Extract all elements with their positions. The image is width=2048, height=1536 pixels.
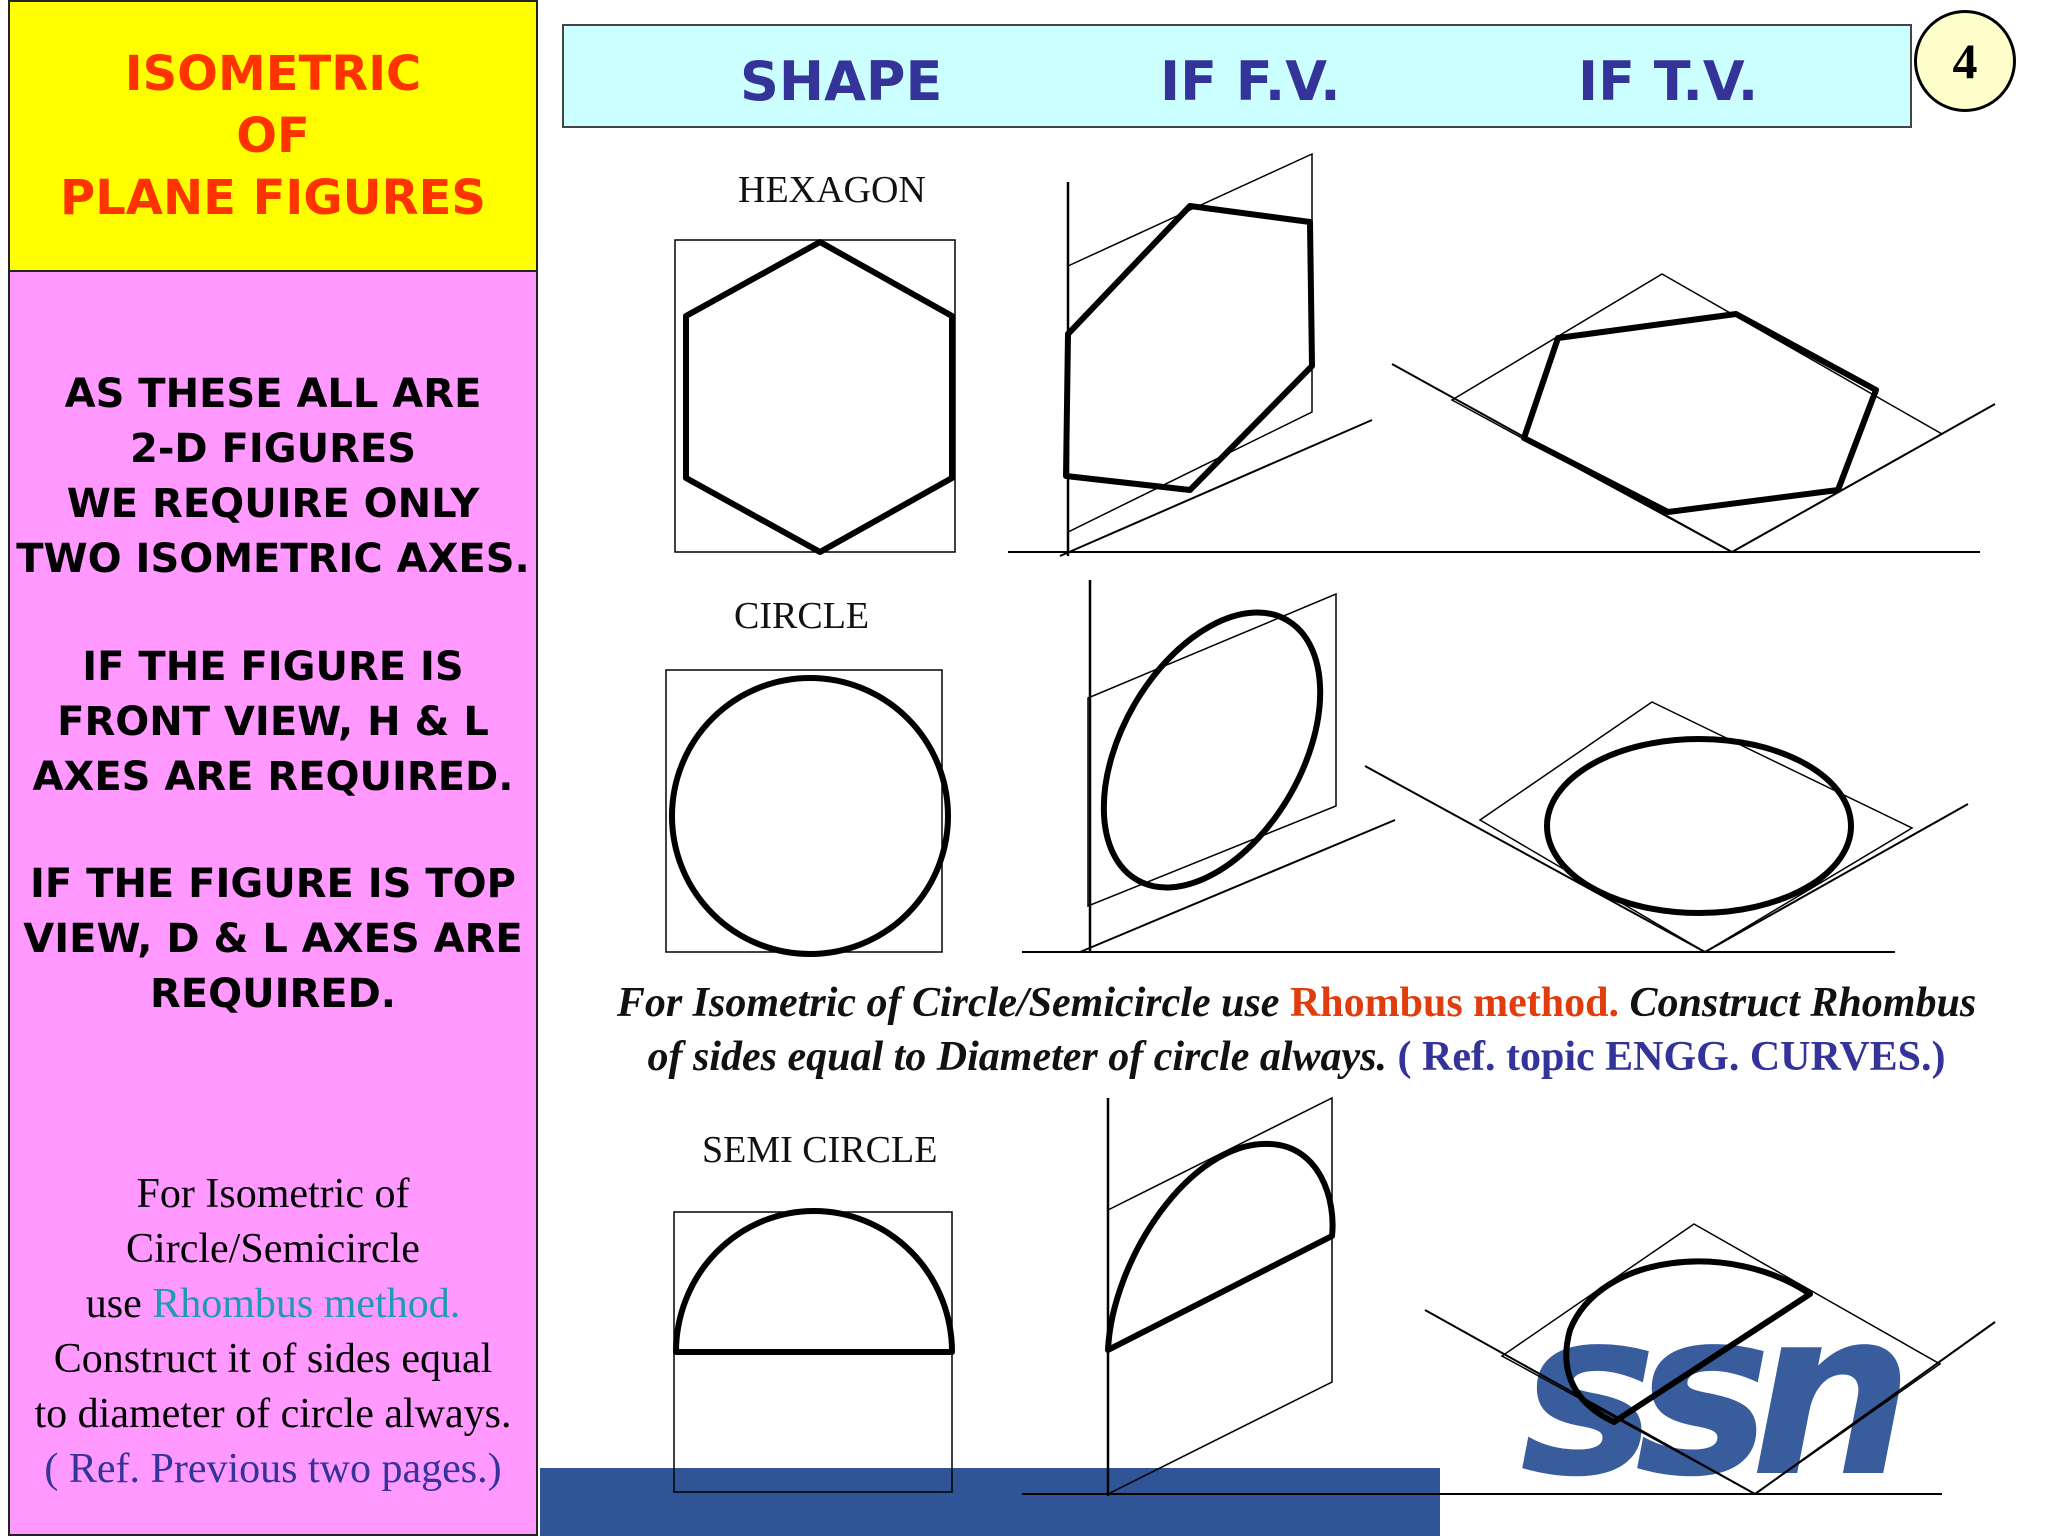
note-text: of sides equal to Diameter of circle alw… xyxy=(647,1034,1398,1080)
title-line-2: OF xyxy=(236,108,310,164)
hexagon-top-view xyxy=(1391,273,1996,553)
side-text-line: REQUIRED. xyxy=(149,971,396,1017)
side-note: For Isometric of Circle/Semicircle use R… xyxy=(10,1167,536,1497)
side-paragraph-3: IF THE FIGURE IS TOP VIEW, D & L AXES AR… xyxy=(10,857,536,1022)
circle-top-view xyxy=(1364,701,1969,953)
note-highlight: Rhombus method. xyxy=(1289,980,1620,1026)
page-number-badge: 4 xyxy=(1914,10,2016,112)
side-text-line: FRONT VIEW, H & L xyxy=(57,699,489,745)
side-text-line: AXES ARE REQUIRED. xyxy=(32,754,514,800)
side-text-line: IF THE FIGURE IS TOP xyxy=(30,861,516,907)
note-text: Construct Rhombus xyxy=(1619,980,1977,1026)
side-paragraph-2: IF THE FIGURE IS FRONT VIEW, H & L AXES … xyxy=(10,640,536,805)
side-panel: AS THESE ALL ARE 2-D FIGURES WE REQUIRE … xyxy=(8,272,538,1536)
side-text-line: TWO ISOMETRIC AXES. xyxy=(16,536,530,582)
rhombus-method-note: For Isometric of Circle/Semicircle use R… xyxy=(545,976,2048,1084)
column-header-bar xyxy=(562,24,1912,128)
side-text-line: 2-D FIGURES xyxy=(129,426,416,472)
semicircle-front-view xyxy=(1105,1096,1336,1496)
title-line-1: ISOMETRIC xyxy=(124,46,422,102)
title-line-3: PLANE FIGURES xyxy=(60,170,486,226)
label-circle: CIRCLE xyxy=(734,595,870,637)
footer-band xyxy=(540,1468,1440,1536)
column-header-shape: SHAPE xyxy=(740,50,943,113)
side-note-ref: ( Ref. Previous two pages.) xyxy=(44,1446,502,1492)
title-box: ISOMETRIC OF PLANE FIGURES xyxy=(8,0,538,272)
column-header-tv: IF T.V. xyxy=(1578,50,1759,113)
side-text-line: AS THESE ALL ARE xyxy=(64,371,482,417)
side-paragraph-1: AS THESE ALL ARE 2-D FIGURES WE REQUIRE … xyxy=(10,367,536,587)
note-ref: ( Ref. topic ENGG. CURVES.) xyxy=(1397,1034,1946,1080)
ssn-logo: ssn xyxy=(1520,1261,1914,1528)
note-text: For Isometric of Circle/Semicircle use xyxy=(616,980,1290,1026)
circle-shape xyxy=(665,669,951,957)
side-note-line: use Rhombus method. xyxy=(10,1277,536,1332)
circle-front-view xyxy=(1079,580,1396,953)
side-note-line: Construct it of sides equal xyxy=(53,1336,493,1382)
hexagon-front-view xyxy=(1059,152,1373,557)
column-header-fv: IF F.V. xyxy=(1160,50,1341,113)
side-text-line: VIEW, D & L AXES ARE xyxy=(23,916,523,962)
label-hexagon: HEXAGON xyxy=(738,169,926,211)
label-semicircle: SEMI CIRCLE xyxy=(702,1129,938,1171)
hexagon-shape xyxy=(674,239,956,555)
semicircle-shape xyxy=(673,1208,955,1493)
side-note-prefix: use xyxy=(85,1281,153,1327)
side-note-highlight: Rhombus method. xyxy=(152,1281,461,1327)
side-text-line: WE REQUIRE ONLY xyxy=(66,481,480,527)
side-note-line: to diameter of circle always. xyxy=(34,1391,512,1437)
side-note-line: For Isometric of xyxy=(136,1171,410,1217)
side-note-line: Circle/Semicircle xyxy=(126,1226,420,1272)
side-text-line: IF THE FIGURE IS xyxy=(82,644,464,690)
semicircle-top-view xyxy=(1424,1223,1996,1495)
